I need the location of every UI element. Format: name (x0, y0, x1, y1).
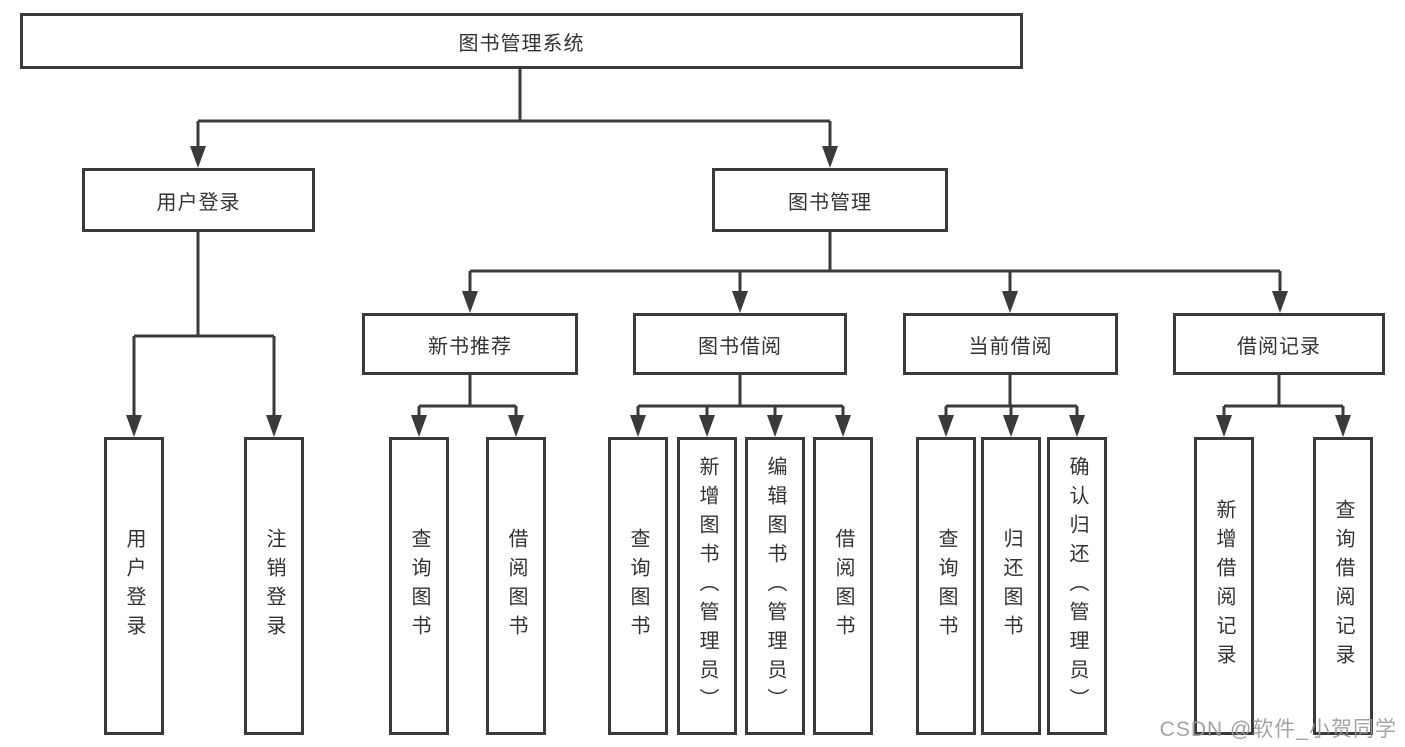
leaf-query-borrow-record-label: 查询借阅记录 (1332, 499, 1354, 673)
leaf-user-login: 用户登录 (104, 437, 164, 735)
node-root: 图书管理系统 (20, 13, 1023, 69)
node-book-management: 图书管理 (712, 168, 948, 232)
leaf-query-books-recommend-label: 查询图书 (408, 528, 430, 644)
node-book-borrow: 图书借阅 (633, 313, 847, 375)
node-current-borrow: 当前借阅 (903, 313, 1118, 375)
leaf-return-books: 归还图书 (981, 437, 1041, 735)
leaf-borrow-books-label: 借阅图书 (832, 528, 854, 644)
node-borrow-records-label: 借阅记录 (1237, 335, 1321, 358)
leaf-logout: 注销登录 (244, 437, 304, 735)
leaf-edit-book-admin-label: 编辑图书（管理员） (764, 455, 786, 717)
leaf-borrow-books: 借阅图书 (813, 437, 873, 735)
leaf-query-books-borrow-label: 查询图书 (627, 528, 649, 644)
csdn-watermark: CSDN @软件_小贺同学 (1159, 718, 1397, 741)
node-root-label: 图书管理系统 (458, 32, 585, 55)
node-book-borrow-label: 图书借阅 (698, 335, 782, 358)
leaf-confirm-return-admin-label: 确认归还（管理员） (1066, 455, 1088, 717)
leaf-query-books-borrow: 查询图书 (608, 437, 668, 735)
leaf-query-borrow-record: 查询借阅记录 (1313, 437, 1373, 735)
leaf-query-books-current: 查询图书 (916, 437, 976, 735)
node-user-login-label: 用户登录 (156, 191, 241, 214)
leaf-confirm-return-admin: 确认归还（管理员） (1047, 437, 1107, 735)
node-current-borrow-label: 当前借阅 (968, 335, 1053, 358)
node-book-management-label: 图书管理 (788, 191, 872, 214)
leaf-add-borrow-record-label: 新增借阅记录 (1213, 499, 1235, 673)
leaf-add-book-admin-label: 新增图书（管理员） (696, 455, 718, 717)
tree-edges (132, 69, 1345, 417)
arrowheads (126, 146, 1351, 437)
leaf-add-borrow-record: 新增借阅记录 (1194, 437, 1254, 735)
leaf-borrow-books-recommend: 借阅图书 (486, 437, 546, 735)
node-new-book-recommend-label: 新书推荐 (428, 335, 512, 358)
leaf-user-login-label: 用户登录 (123, 528, 145, 644)
leaf-query-books-current-label: 查询图书 (935, 528, 957, 644)
leaf-edit-book-admin: 编辑图书（管理员） (745, 437, 805, 735)
leaf-add-book-admin: 新增图书（管理员） (677, 437, 737, 735)
leaf-logout-label: 注销登录 (263, 528, 285, 644)
leaf-borrow-books-recommend-label: 借阅图书 (505, 528, 527, 644)
node-new-book-recommend: 新书推荐 (362, 313, 578, 375)
leaf-query-books-recommend: 查询图书 (389, 437, 449, 735)
node-user-login: 用户登录 (82, 168, 315, 232)
node-borrow-records: 借阅记录 (1173, 313, 1385, 375)
leaf-return-books-label: 归还图书 (1000, 528, 1022, 644)
